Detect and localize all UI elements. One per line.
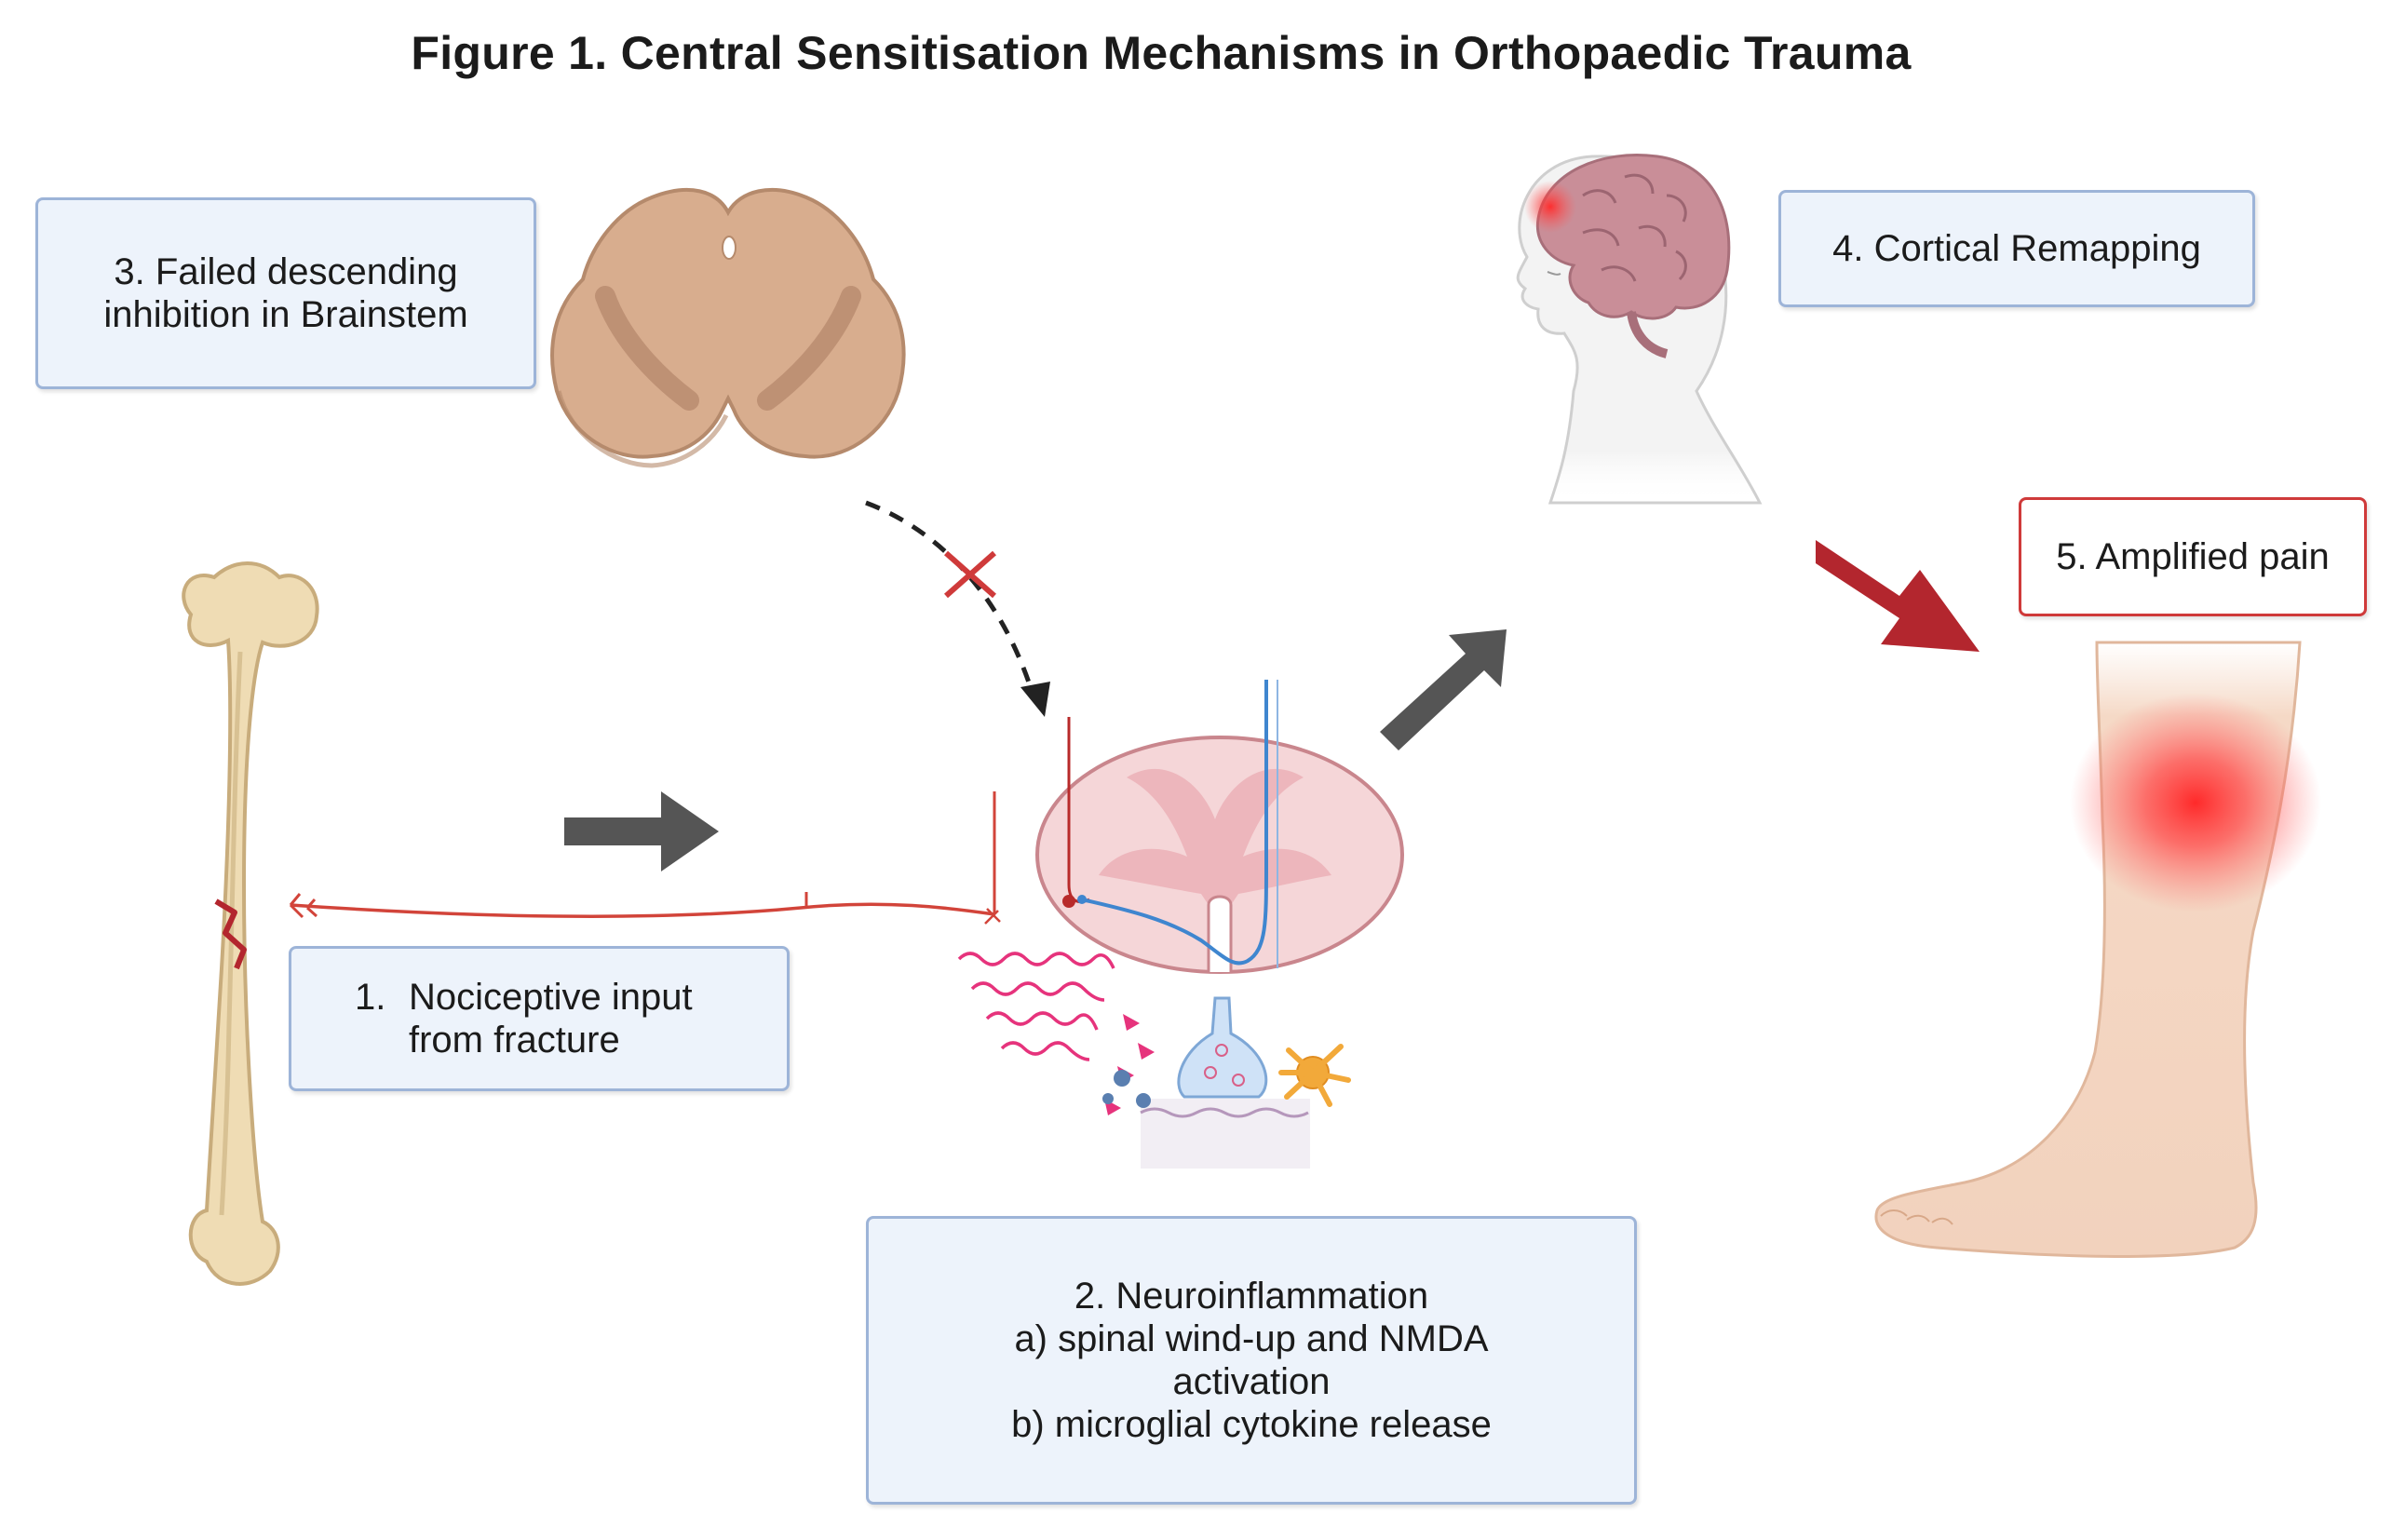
spinal-cord-section-icon xyxy=(1035,680,1404,974)
synapse-icon xyxy=(1102,996,1310,1169)
box-line: 4. Cortical Remapping xyxy=(1832,228,2201,269)
descending-inhibition-path xyxy=(865,500,1050,717)
box-number: 1. xyxy=(355,977,386,1018)
box-line: activation xyxy=(1172,1361,1331,1402)
failed-descending-inhibition-box: 3. Failed descending inhibition in Brain… xyxy=(35,197,536,389)
femur-bone-icon xyxy=(182,561,319,1286)
box-line: a) spinal wind-up and NMDA xyxy=(1014,1318,1489,1359)
box-line: 3. Failed descending xyxy=(114,251,458,292)
nociceptive-input-box: 1. Nociceptive input from fracture xyxy=(289,946,790,1091)
arrow-to-spinal-cord-icon xyxy=(564,791,719,871)
brainstem-section-icon xyxy=(550,187,906,468)
brain-head-icon xyxy=(1516,154,1763,505)
cortical-remapping-box: 4. Cortical Remapping xyxy=(1778,190,2255,307)
microglia-icon xyxy=(1278,1044,1351,1107)
box-line: Nociceptive input xyxy=(409,977,693,1018)
box-line: from fracture xyxy=(409,1020,620,1060)
leg-foot-icon xyxy=(1874,641,2321,1258)
box-line: 2. Neuroinflammation xyxy=(1074,1276,1429,1317)
peripheral-nerve-icon xyxy=(289,791,1001,925)
arrow-to-brain-icon xyxy=(1380,629,1507,750)
inhibition-cross-icon xyxy=(944,550,996,599)
box-line: b) microglial cytokine release xyxy=(1011,1404,1492,1445)
box-line: inhibition in Brainstem xyxy=(103,294,468,335)
arrow-to-pain-icon xyxy=(1816,540,1980,652)
box-line: 5. Amplified pain xyxy=(2056,536,2330,577)
cytokine-signal-icon xyxy=(957,952,1155,1115)
figure-title: Figure 1. Central Sensitisation Mechanis… xyxy=(411,27,1912,79)
neuroinflammation-box: 2. Neuroinflammation a) spinal wind-up a… xyxy=(866,1216,1637,1505)
amplified-pain-box: 5. Amplified pain xyxy=(2019,497,2367,616)
